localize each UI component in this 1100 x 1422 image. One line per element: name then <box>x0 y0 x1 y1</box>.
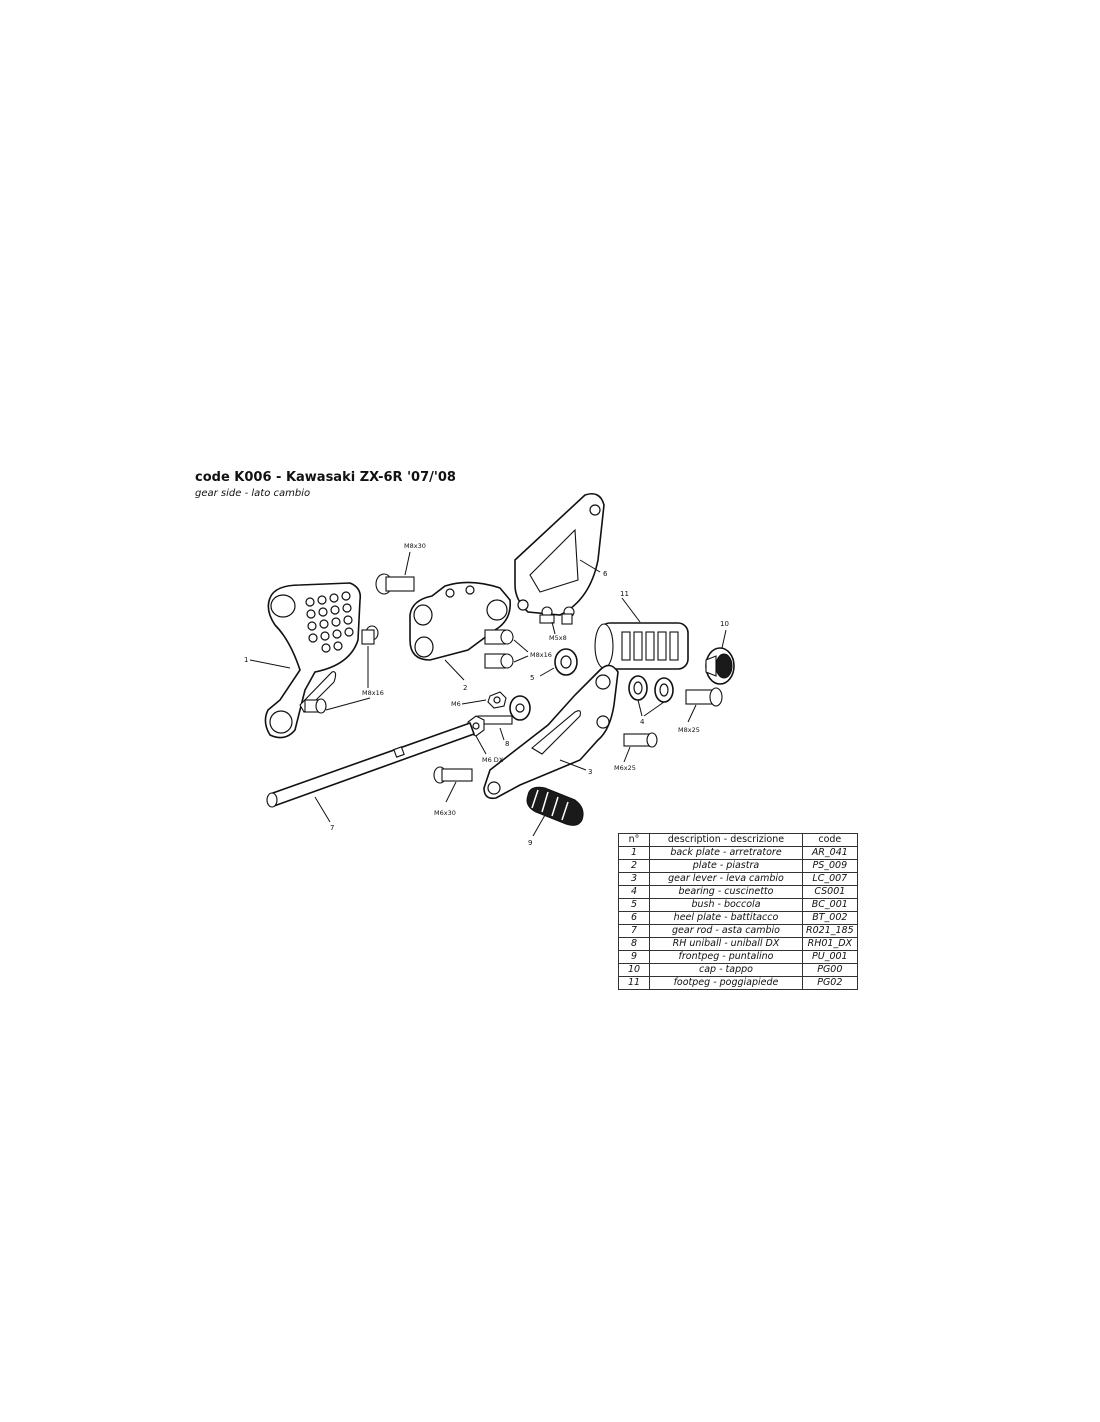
label-m8x16-a: M8x16 <box>362 689 384 697</box>
callout-6: 6 <box>603 570 608 578</box>
heel-plate-part <box>514 492 605 616</box>
label-m6x30: M6x30 <box>434 809 456 817</box>
m6x30-bolt <box>433 766 473 784</box>
row-code: PS_009 <box>802 859 858 873</box>
gear-lever-part <box>483 664 619 800</box>
row-description: gear lever - leva cambio <box>649 872 803 886</box>
frontpeg-part <box>526 786 584 826</box>
label-m6x25: M6x25 <box>614 764 636 772</box>
callout-5: 5 <box>530 674 534 682</box>
row-code: BC_001 <box>802 898 858 912</box>
row-description: RH uniball - uniball DX <box>649 937 803 951</box>
row-number: 5 <box>618 898 650 912</box>
row-number: 8 <box>618 937 650 951</box>
label-m5x8: M5x8 <box>549 634 567 642</box>
m6-nut <box>487 691 507 709</box>
row-description: footpeg - poggiapiede <box>649 976 803 990</box>
row-number: 11 <box>618 976 650 990</box>
row-code: PG02 <box>802 976 858 990</box>
label-m6: M6 <box>451 700 461 708</box>
row-number: 7 <box>618 924 650 938</box>
callout-11: 11 <box>620 590 629 598</box>
row-description: plate - piastra <box>649 859 803 873</box>
row-number: 9 <box>618 950 650 964</box>
row-description: bush - boccola <box>649 898 803 912</box>
header-description: description - descrizione <box>649 833 803 847</box>
m6x25-bolt <box>623 732 658 748</box>
label-m6dx: M6 DX <box>482 756 504 764</box>
row-description: cap - tappo <box>649 963 803 977</box>
callout-1: 1 <box>244 656 248 664</box>
row-number: 1 <box>618 846 650 860</box>
m5x8-screws <box>539 606 575 625</box>
row-code: AR_041 <box>802 846 858 860</box>
row-number: 6 <box>618 911 650 925</box>
bush-part <box>554 648 578 676</box>
header-number: n° <box>618 833 650 847</box>
header-code: code <box>802 833 858 847</box>
uniball-part <box>477 695 531 725</box>
row-code: BT_002 <box>802 911 858 925</box>
back-plate-hole-pattern <box>305 591 354 653</box>
row-code: CS001 <box>802 885 858 899</box>
row-code: R021_185 <box>802 924 858 938</box>
page-title: code K006 - Kawasaki ZX-6R '07/'08 <box>195 470 456 485</box>
row-number: 10 <box>618 963 650 977</box>
gear-rod-part <box>266 721 476 808</box>
parts-table-header-row: n° description - descrizione code <box>618 833 858 847</box>
page-subtitle: gear side - lato cambio <box>195 488 311 499</box>
row-description: frontpeg - puntalino <box>649 950 803 964</box>
m8x30-bolt <box>375 573 415 595</box>
label-m8x25: M8x25 <box>678 726 700 734</box>
back-plate-lower-bolt <box>304 698 327 714</box>
callout-10: 10 <box>720 620 729 628</box>
row-description: heel plate - battitacco <box>649 911 803 925</box>
row-code: PG00 <box>802 963 858 977</box>
row-number: 2 <box>618 859 650 873</box>
callout-7: 7 <box>330 824 334 832</box>
row-number: 3 <box>618 872 650 886</box>
row-number: 4 <box>618 885 650 899</box>
callout-9: 9 <box>528 839 532 847</box>
row-description: bearing - cuscinetto <box>649 885 803 899</box>
plate-part <box>409 581 512 661</box>
m8x16-bolts-plate <box>484 629 514 669</box>
row-description: gear rod - asta cambio <box>649 924 803 938</box>
callout-4: 4 <box>640 718 645 726</box>
m8x25-bolt <box>685 687 723 707</box>
label-m8x30: M8x30 <box>404 542 426 550</box>
bearing-parts <box>628 675 674 703</box>
callout-8: 8 <box>505 740 509 748</box>
cap-part <box>705 647 735 685</box>
m8x16-bolt-a <box>361 625 379 645</box>
callout-3: 3 <box>588 768 592 776</box>
label-m8x16-b: M8x16 <box>530 651 552 659</box>
row-description: back plate - arretratore <box>649 846 803 860</box>
footpeg-part <box>594 622 689 670</box>
row-code: PU_001 <box>802 950 858 964</box>
row-code: RH01_DX <box>802 937 858 951</box>
callout-2: 2 <box>463 684 467 692</box>
row-code: LC_007 <box>802 872 858 886</box>
